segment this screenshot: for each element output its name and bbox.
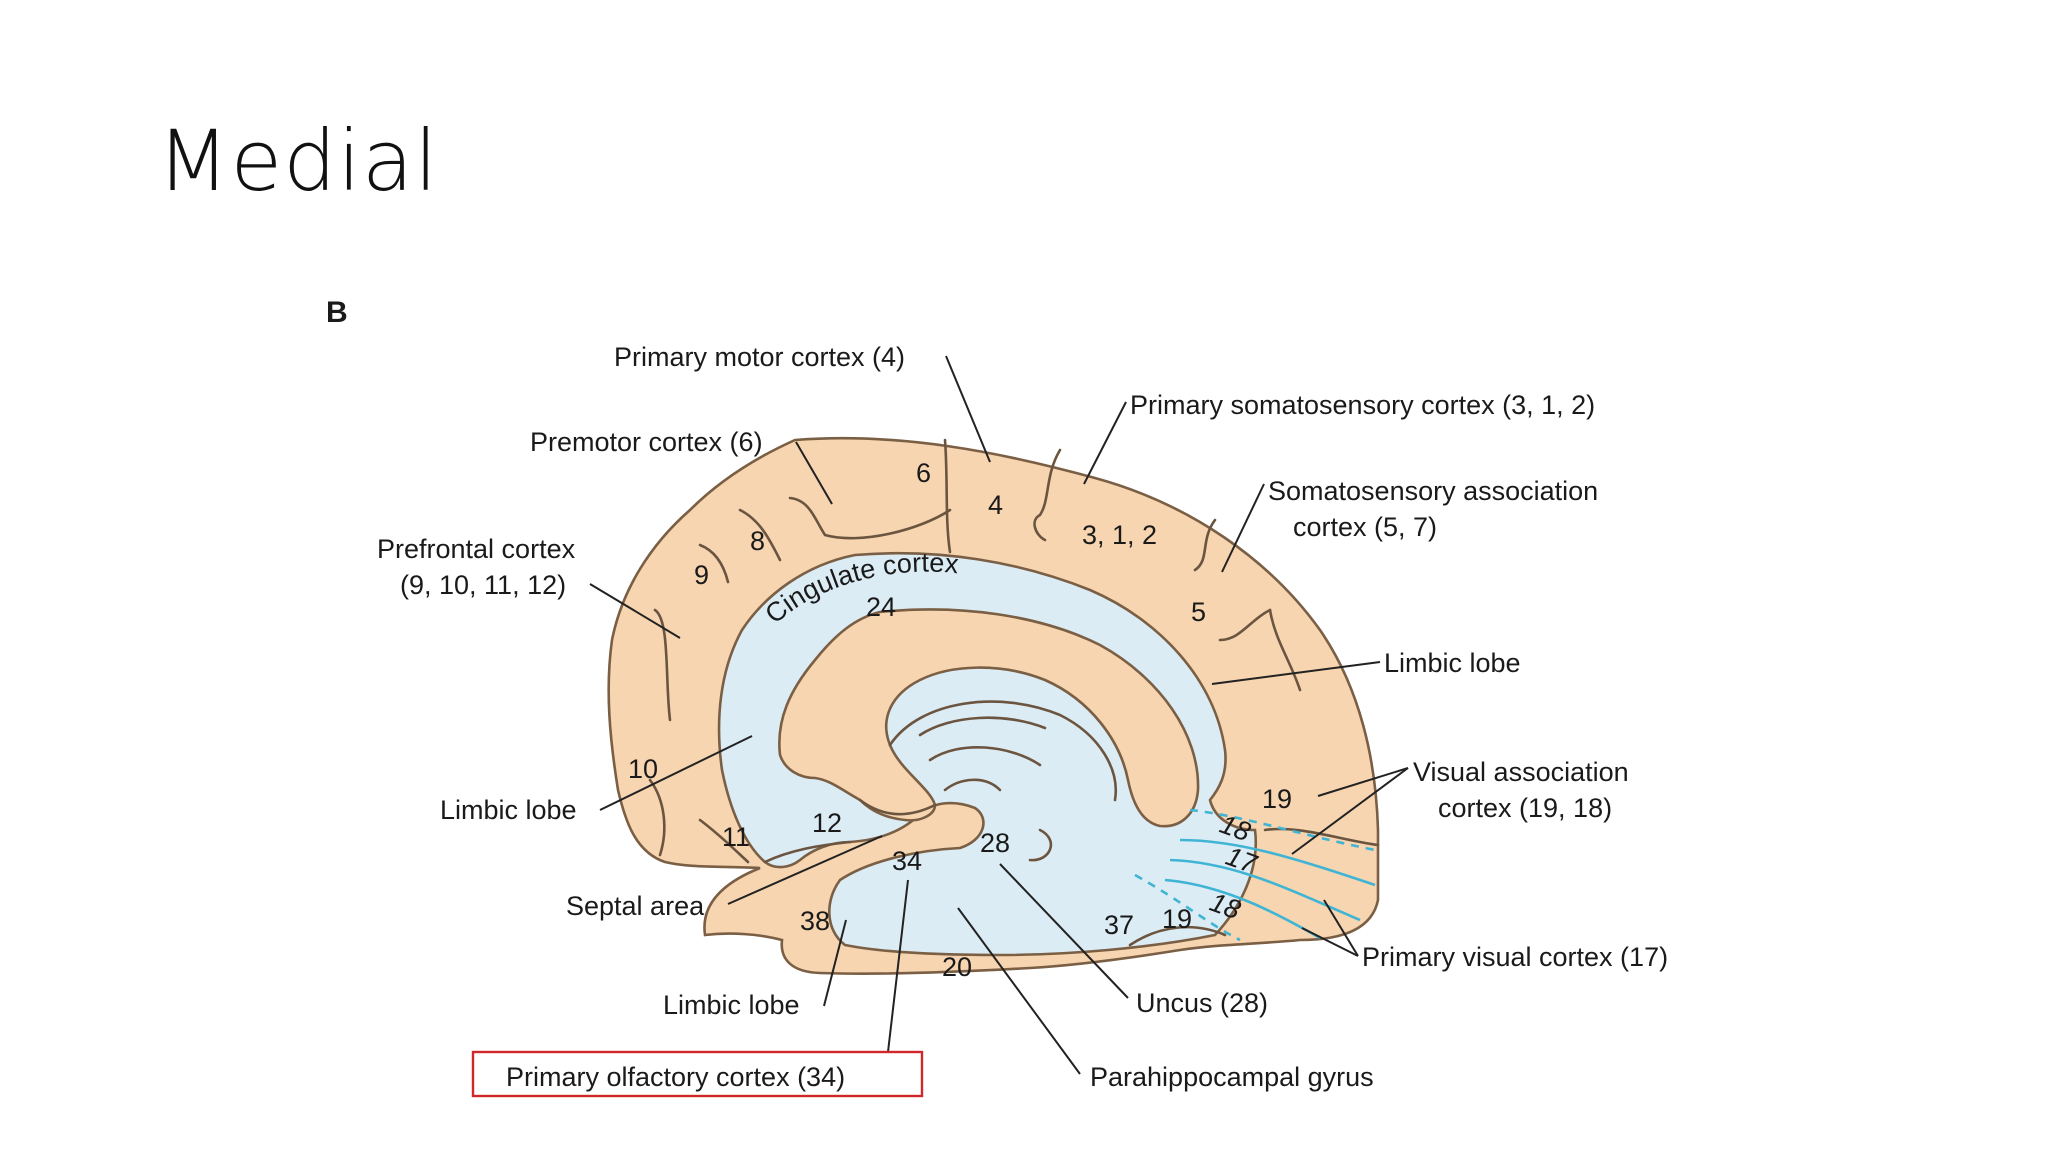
area-number-8: 8 <box>750 526 765 556</box>
label-limbic-lobe-right: Limbic lobe <box>1384 648 1521 678</box>
area-number-10: 10 <box>628 754 658 784</box>
area-number-9: 9 <box>694 560 709 590</box>
area-number-12: 12 <box>812 808 842 838</box>
area-number-19-bottom: 19 <box>1162 904 1192 934</box>
label-primary-motor-cortex: Primary motor cortex (4) <box>614 342 905 372</box>
label-somatosensory-association-line1: Somatosensory association <box>1268 476 1598 506</box>
highlight-box <box>471 1050 924 1098</box>
label-visual-association-line1: Visual association <box>1413 757 1629 787</box>
label-limbic-lobe-bottom: Limbic lobe <box>663 990 800 1020</box>
corpus-callosum <box>778 608 1200 828</box>
area-number-20: 20 <box>942 952 972 982</box>
label-visual-association-line2: cortex (19, 18) <box>1438 793 1612 823</box>
panel-letter: B <box>326 296 348 329</box>
area-number-19-top: 19 <box>1262 784 1292 814</box>
area-number-5: 5 <box>1191 597 1206 627</box>
area-number-37: 37 <box>1104 910 1134 940</box>
label-septal-area: Septal area <box>566 891 705 921</box>
brain-illustration <box>607 436 1380 975</box>
area-number-38: 38 <box>800 906 830 936</box>
label-uncus: Uncus (28) <box>1136 988 1268 1018</box>
label-primary-olfactory-cortex: Primary olfactory cortex (34) <box>506 1062 845 1092</box>
area-number-28: 28 <box>980 828 1010 858</box>
label-primary-somatosensory-cortex: Primary somatosensory cortex (3, 1, 2) <box>1130 390 1595 420</box>
label-prefrontal-cortex-line1: Prefrontal cortex <box>377 534 576 564</box>
label-prefrontal-cortex-line2: (9, 10, 11, 12) <box>400 570 566 600</box>
area-number-34: 34 <box>892 846 922 876</box>
region-labels: Primary motor cortex (4) Primary somatos… <box>377 342 1668 1092</box>
label-limbic-lobe-left: Limbic lobe <box>440 795 577 825</box>
area-number-3-1-2: 3, 1, 2 <box>1082 520 1157 550</box>
area-number-6: 6 <box>916 458 931 488</box>
label-premotor-cortex: Premotor cortex (6) <box>530 427 763 457</box>
area-number-11: 11 <box>722 822 750 852</box>
area-number-4: 4 <box>988 490 1003 520</box>
label-somatosensory-association-line2: cortex (5, 7) <box>1293 512 1437 542</box>
label-parahippocampal-gyrus: Parahippocampal gyrus <box>1090 1062 1374 1092</box>
leader-lines <box>589 355 1409 1075</box>
area-number-24: 24 <box>866 592 896 622</box>
slide-title: Medial <box>157 112 439 210</box>
label-primary-visual-cortex: Primary visual cortex (17) <box>1362 942 1668 972</box>
